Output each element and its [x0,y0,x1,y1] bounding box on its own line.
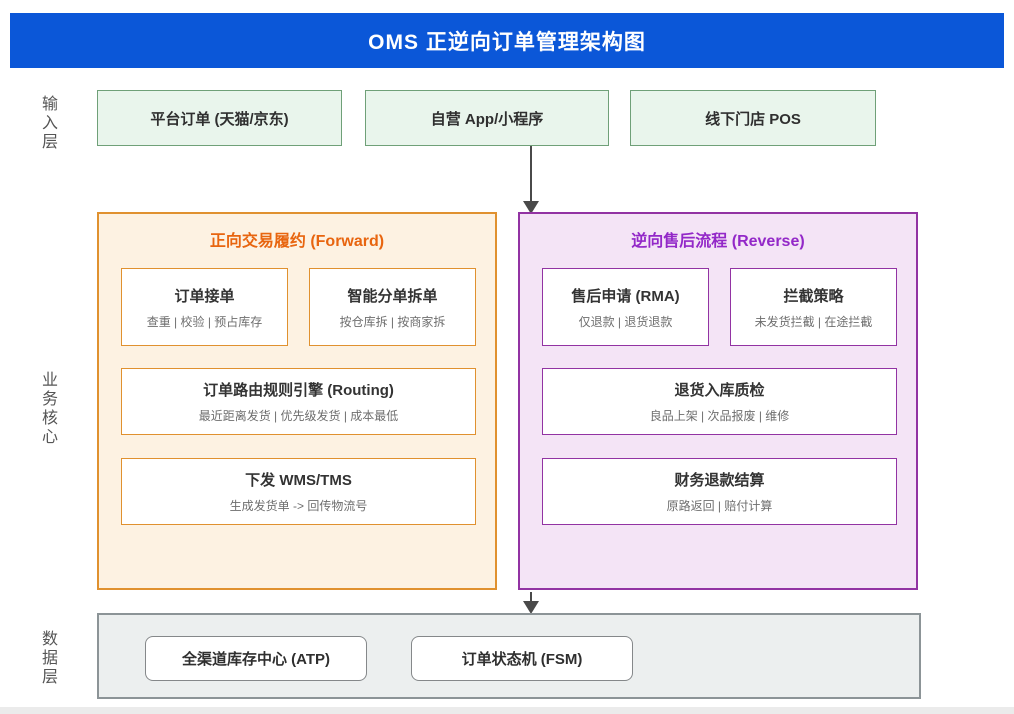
data-node-label: 订单状态机 (FSM) [461,651,583,668]
input-node-own-app: 自营 App/小程序 [365,90,609,146]
arrow-core-to-data [529,592,532,602]
node-title: 订单路由规则引擎 (Routing) [203,382,394,399]
node-title: 智能分单拆单 [347,287,438,305]
node-subtitle: 良品上架 | 次品报废 | 维修 [649,409,790,423]
forward-node-routing-engine: 订单路由规则引擎 (Routing) 最近距离发货 | 优先级发货 | 成本最低 [121,368,476,435]
arrow-input-to-core [529,146,532,202]
node-title: 拦截策略 [783,287,844,305]
forward-panel-title: 正向交易履约 (Forward) [209,233,385,250]
node-subtitle: 生成发货单 -> 回传物流号 [229,499,368,513]
page-title: OMS 正逆向订单管理架构图 [368,30,646,54]
forward-panel: 正向交易履约 (Forward) 订单接单 查重 | 校验 | 预占库存 智能分… [97,212,497,590]
node-subtitle: 最近距离发货 | 优先级发货 | 成本最低 [198,409,399,423]
input-node-label: 自营 App/小程序 [430,110,544,128]
layer-label-core: 业务核心 [39,371,56,447]
node-subtitle: 未发货拦截 | 在途拦截 [754,314,873,329]
node-subtitle: 按仓库拆 | 按商家拆 [339,314,446,329]
bottom-edge-strip [0,707,1014,714]
data-layer-panel: 全渠道库存中心 (ATP) 订单状态机 (FSM) [97,613,921,699]
forward-node-wms-tms: 下发 WMS/TMS 生成发货单 -> 回传物流号 [121,458,476,525]
reverse-panel-title: 逆向售后流程 (Reverse) [631,233,805,250]
input-node-platform-orders: 平台订单 (天猫/京东) [97,90,342,146]
header-bar: OMS 正逆向订单管理架构图 [10,13,1004,68]
forward-node-order-receive: 订单接单 查重 | 校验 | 预占库存 [121,268,288,346]
reverse-node-intercept: 拦截策略 未发货拦截 | 在途拦截 [730,268,897,346]
data-node-fsm: 订单状态机 (FSM) [411,636,633,681]
arrow-input-to-core-head [522,201,539,214]
forward-node-order-split: 智能分单拆单 按仓库拆 | 按商家拆 [309,268,476,346]
reverse-panel: 逆向售后流程 (Reverse) 售后申请 (RMA) 仅退款 | 退货退款 拦… [518,212,918,590]
layer-label-input: 输入层 [39,94,56,152]
input-node-label: 平台订单 (天猫/京东) [150,110,289,128]
node-title: 下发 WMS/TMS [245,472,352,489]
data-node-atp: 全渠道库存中心 (ATP) [145,636,367,681]
node-subtitle: 仅退款 | 退货退款 [578,314,673,329]
node-title: 售后申请 (RMA) [571,287,680,305]
node-title: 退货入库质检 [674,382,765,399]
node-title: 财务退款结算 [674,472,765,489]
input-node-label: 线下门店 POS [705,110,801,128]
reverse-node-return-qc: 退货入库质检 良品上架 | 次品报废 | 维修 [542,368,897,435]
node-subtitle: 原路返回 | 赔付计算 [666,499,773,513]
data-node-label: 全渠道库存中心 (ATP) [181,651,331,668]
reverse-node-refund-settle: 财务退款结算 原路返回 | 赔付计算 [542,458,897,525]
node-subtitle: 查重 | 校验 | 预占库存 [146,314,263,329]
input-node-offline-pos: 线下门店 POS [630,90,876,146]
layer-label-data: 数据层 [39,629,56,687]
arrow-core-to-data-head [522,601,539,614]
reverse-node-rma: 售后申请 (RMA) 仅退款 | 退货退款 [542,268,709,346]
node-title: 订单接单 [174,287,235,305]
